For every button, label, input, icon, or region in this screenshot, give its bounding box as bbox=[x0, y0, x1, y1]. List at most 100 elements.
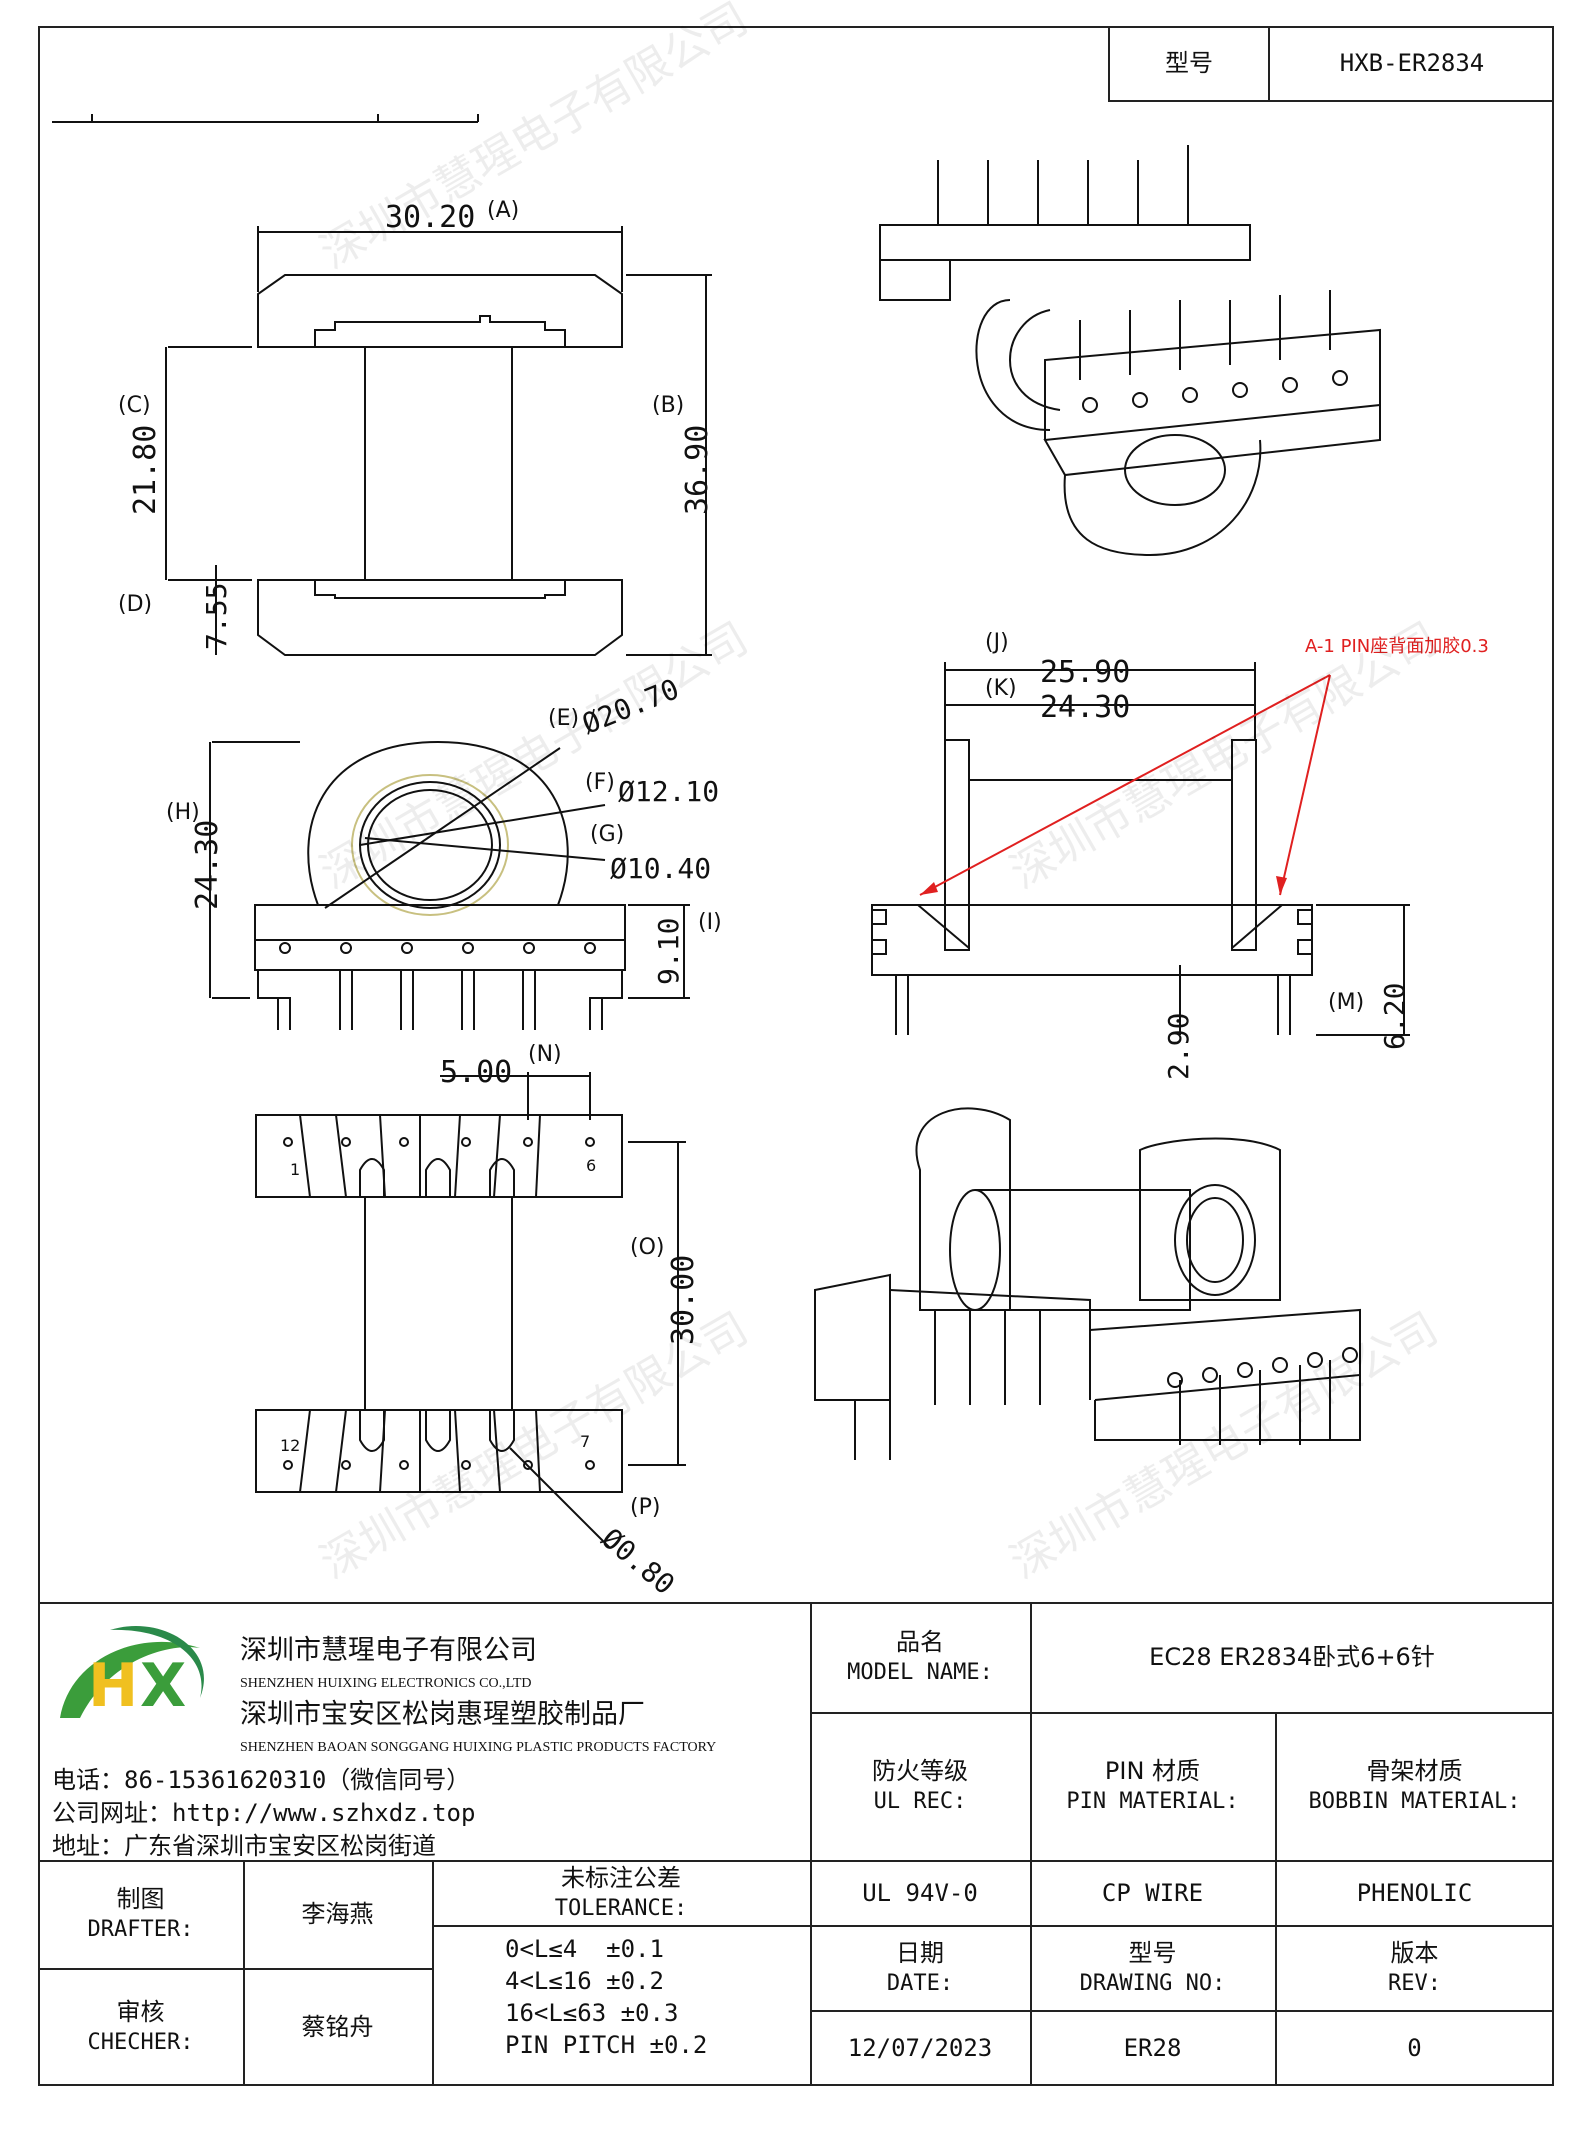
divider bbox=[432, 1860, 434, 2086]
dim-g: Ø10.40 bbox=[610, 852, 712, 885]
pin-label-6: 6 bbox=[586, 1156, 597, 1175]
label-j: (J) bbox=[985, 630, 1009, 655]
tolerance-line: 0<L≤4 ±0.1 bbox=[505, 1935, 664, 1963]
label-n: (N) bbox=[528, 1042, 562, 1067]
label-p: (P) bbox=[630, 1495, 661, 1520]
divider bbox=[1030, 1602, 1032, 2086]
pin-material-label: PIN 材质 PIN MATERIAL: bbox=[1030, 1712, 1275, 1860]
drafter-label-en: DRAFTER: bbox=[87, 1917, 194, 1942]
divider bbox=[432, 1925, 810, 1927]
date-label-en: DATE: bbox=[886, 1970, 954, 1996]
pin-label-7: 7 bbox=[580, 1432, 591, 1451]
model-label-cn: 品名 bbox=[896, 1628, 944, 1656]
date-label: 日期 DATE: bbox=[810, 1925, 1030, 2010]
label-h: (H) bbox=[166, 800, 200, 825]
bobbin-material-label: 骨架材质 BOBBIN MATERIAL: bbox=[1275, 1712, 1554, 1860]
drafter-label-cn: 制图 bbox=[116, 1885, 165, 1913]
bobbin-material-value: PHENOLIC bbox=[1356, 1878, 1473, 1907]
pin-material-label-cn: PIN 材质 bbox=[1104, 1757, 1201, 1785]
dim-l: 2.90 bbox=[1162, 1012, 1195, 1080]
model-value: EC28 ER2834卧式6+6针 bbox=[1149, 1643, 1435, 1671]
label-k: (K) bbox=[985, 676, 1017, 701]
tolerance-label: 未标注公差 TOLERANCE: bbox=[432, 1860, 810, 1925]
label-m: (M) bbox=[1328, 990, 1365, 1015]
bobbin-material-label-cn: 骨架材质 bbox=[1366, 1757, 1463, 1785]
rev-label-en: REV: bbox=[1388, 1970, 1441, 1996]
label-f: (F) bbox=[585, 770, 615, 795]
drawing-no-value: ER28 bbox=[1123, 2034, 1182, 2062]
dim-k: 24.30 bbox=[1040, 690, 1131, 725]
glue-note: A-1 PIN座背面加胶0.3 bbox=[1305, 636, 1489, 657]
label-g: (G) bbox=[590, 822, 625, 847]
divider bbox=[810, 2010, 1554, 2012]
dim-h: 24.30 bbox=[190, 819, 225, 910]
divider bbox=[38, 1860, 1554, 1862]
dim-n: 5.00 bbox=[440, 1055, 513, 1090]
company-name-cn: 深圳市慧瑆电子有限公司 bbox=[240, 1635, 537, 1666]
hx-logo-icon: H X bbox=[60, 1626, 204, 1721]
company-name-en: SHENZHEN HUIXING ELECTRONICS CO.,LTD bbox=[240, 1676, 532, 1691]
contact-address: 地址：广东省深圳市宝安区松岗街道 bbox=[52, 1832, 436, 1860]
dim-a: 30.20 bbox=[385, 200, 476, 235]
svg-text:H: H bbox=[88, 1651, 138, 1721]
iso-view-bottom bbox=[814, 1107, 1361, 1460]
drawing-no-label-cn: 型号 bbox=[1128, 1938, 1177, 1967]
header-label: 型号 bbox=[1110, 26, 1270, 100]
tolerance-line: PIN PITCH ±0.2 bbox=[505, 2031, 708, 2059]
dim-m: 6.20 bbox=[1378, 982, 1411, 1050]
checker-label-cn: 审核 bbox=[116, 1998, 165, 2026]
contact-phone: 电话：86-15361620310（微信同号） bbox=[52, 1766, 471, 1794]
model-label-en: MODEL NAME: bbox=[847, 1660, 993, 1685]
checker-label: 审核 CHECHER: bbox=[38, 1968, 243, 2086]
label-i: (I) bbox=[698, 910, 722, 935]
title-block-top-border bbox=[38, 1602, 1554, 1604]
model-label: 品名 MODEL NAME: bbox=[810, 1602, 1030, 1712]
drawing-no-label: 型号 DRAWING NO: bbox=[1030, 1925, 1275, 2010]
tolerance-label-cn: 未标注公差 bbox=[561, 1863, 681, 1892]
date-label-cn: 日期 bbox=[896, 1938, 944, 1967]
divider bbox=[810, 1602, 812, 2086]
divider bbox=[810, 1925, 1554, 1927]
checker-name: 蔡铭舟 bbox=[301, 2013, 374, 2041]
tolerance-label-en: TOLERANCE: bbox=[554, 1895, 688, 1921]
pin-label-1: 1 bbox=[290, 1160, 301, 1179]
checker-label-en: CHECHER: bbox=[87, 2030, 194, 2055]
company-logo: H X bbox=[50, 1618, 220, 1728]
dim-f: Ø12.10 bbox=[618, 775, 720, 808]
label-c: (C) bbox=[118, 393, 151, 418]
dim-i: 9.10 bbox=[652, 917, 685, 985]
drafter-label: 制图 DRAFTER: bbox=[38, 1860, 243, 1968]
fire-label-en: UL REC: bbox=[873, 1789, 967, 1814]
pin-material-value: CP WIRE bbox=[1101, 1878, 1204, 1907]
label-o: (O) bbox=[630, 1235, 665, 1260]
tolerance-line: 4<L≤16 ±0.2 bbox=[505, 1967, 664, 1995]
bobbin-material-label-en: BOBBIN MATERIAL: bbox=[1308, 1789, 1521, 1814]
divider bbox=[243, 1860, 245, 2086]
divider bbox=[38, 1968, 432, 1970]
rev-label-cn: 版本 bbox=[1390, 1938, 1439, 1967]
fire-value: UL 94V-0 bbox=[862, 1878, 978, 1907]
dim-d: 7.55 bbox=[200, 582, 233, 650]
header-box: 型号 HXB-ER2834 bbox=[1108, 26, 1554, 102]
dim-c: 21.80 bbox=[128, 424, 163, 515]
factory-name-en: SHENZHEN BAOAN SONGGANG HUIXING PLASTIC … bbox=[240, 1740, 717, 1755]
pin-label-12: 12 bbox=[280, 1436, 301, 1455]
label-e: (E) bbox=[548, 706, 580, 731]
iso-view-top bbox=[879, 145, 1381, 557]
fire-label-cn: 防火等级 bbox=[872, 1757, 968, 1785]
dim-j: 25.90 bbox=[1040, 655, 1131, 690]
rev-value: 0 bbox=[1407, 2034, 1422, 2062]
contact-website: 公司网址：http://www.szhxdz.top bbox=[52, 1799, 476, 1827]
pin-material-label-en: PIN MATERIAL: bbox=[1066, 1789, 1239, 1814]
divider bbox=[1275, 1712, 1277, 2086]
label-d: (D) bbox=[118, 592, 153, 617]
tolerance-line: 16<L≤63 ±0.3 bbox=[505, 1999, 679, 2027]
drafter-name: 李海燕 bbox=[301, 1900, 374, 1928]
drawing-sheet bbox=[38, 26, 1554, 2086]
label-a: (A) bbox=[487, 198, 520, 223]
label-b: (B) bbox=[652, 393, 685, 418]
svg-text:X: X bbox=[140, 1651, 186, 1721]
drawing-no-label-en: DRAWING NO: bbox=[1079, 1970, 1226, 1996]
front-pins bbox=[257, 942, 623, 1030]
header-value: HXB-ER2834 bbox=[1339, 49, 1485, 77]
